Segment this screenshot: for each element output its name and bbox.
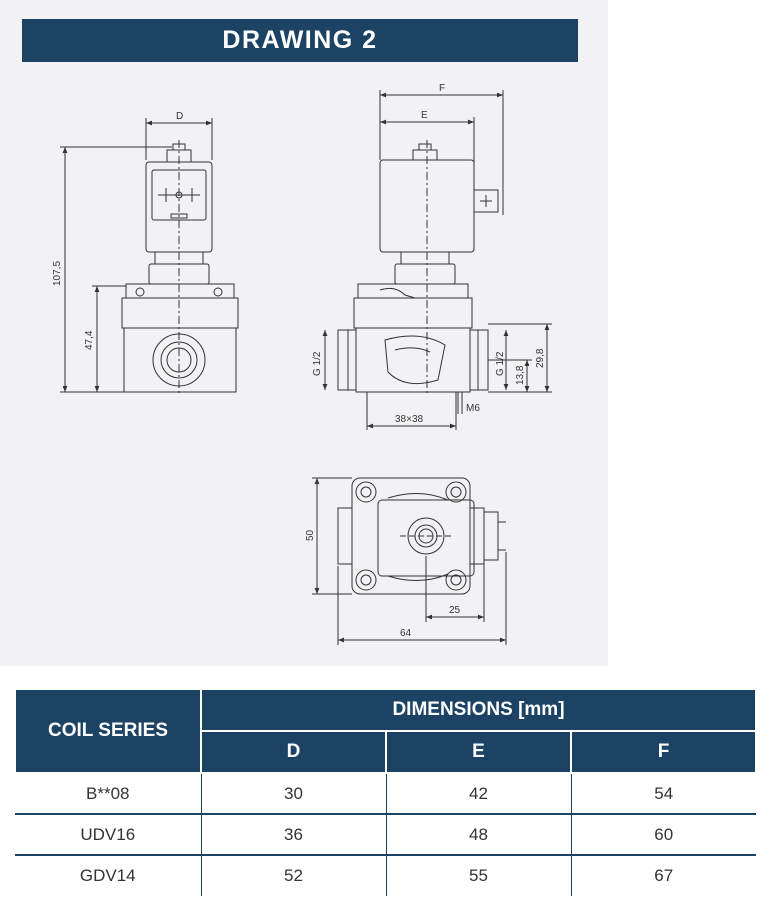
dim-e-cell: 55 (385, 855, 572, 896)
dim-f-cell: 67 (570, 855, 756, 896)
dim-e-cell: 48 (385, 814, 572, 856)
dim-label-38x38: 38×38 (395, 414, 424, 425)
dim-label-50: 50 (305, 529, 316, 541)
dim-label-f: F (439, 83, 445, 94)
dim-label-47-4: 47,4 (84, 330, 95, 350)
table-row: GDV14 52 55 67 (15, 855, 756, 896)
side-view (322, 90, 552, 430)
top-view (312, 477, 507, 645)
dim-e-cell: 42 (385, 773, 572, 815)
dim-label-107-5: 107,5 (52, 261, 63, 286)
column-header-d: D (200, 730, 387, 774)
dim-d-cell: 30 (200, 773, 387, 815)
dim-f-cell: 60 (570, 814, 756, 856)
drawing-title: DRAWING 2 (22, 19, 578, 62)
coil-series-cell: GDV14 (15, 855, 202, 896)
dim-label-d: D (176, 111, 183, 122)
dim-label-m6: M6 (466, 403, 480, 414)
dimensions-header: DIMENSIONS [mm] (200, 688, 757, 732)
coil-series-cell: UDV16 (15, 814, 202, 856)
dim-label-13-8: 13,8 (515, 365, 526, 385)
dim-label-e: E (421, 110, 428, 121)
table-row: B**08 30 42 54 (15, 773, 756, 815)
dim-label-25: 25 (449, 605, 461, 616)
dimensions-table: COIL SERIES DIMENSIONS [mm] D E F B**08 … (14, 688, 757, 896)
table-row: UDV16 36 48 60 (15, 814, 756, 856)
dim-d-cell: 52 (200, 855, 387, 896)
coil-series-cell: B**08 (15, 773, 202, 815)
coil-series-header: COIL SERIES (14, 688, 202, 774)
dim-label-g-left: G 1/2 (312, 351, 323, 376)
dim-label-64: 64 (400, 628, 412, 639)
dim-f-cell: 54 (570, 773, 756, 815)
column-header-f: F (570, 730, 757, 774)
dim-label-29-8: 29,8 (535, 348, 546, 368)
front-view (60, 118, 239, 395)
technical-drawing: D 107,5 47,4 F E G 1/2 G 1/2 13,8 29,8 M… (52, 83, 552, 645)
column-header-e: E (385, 730, 572, 774)
dim-label-g-right: G 1/2 (495, 351, 506, 376)
dim-d-cell: 36 (200, 814, 387, 856)
